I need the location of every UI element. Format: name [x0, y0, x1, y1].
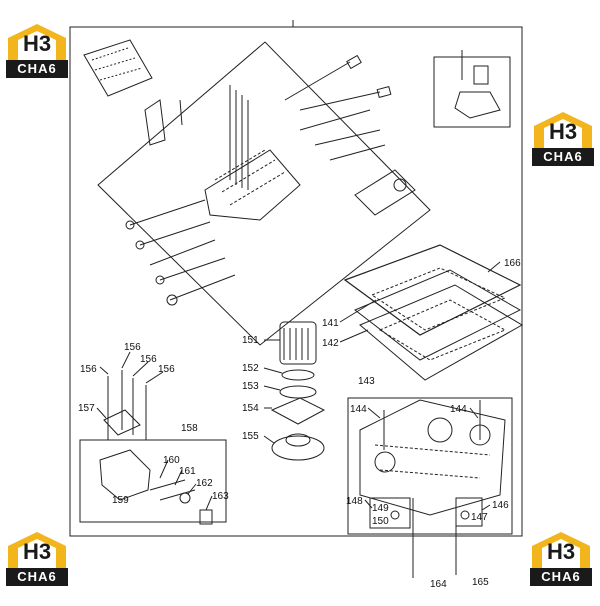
callout-163: 163: [212, 491, 229, 502]
logo-mark: H3: [22, 31, 52, 56]
callout-154: 154: [242, 403, 259, 414]
valve-body-outline: [97, 41, 431, 346]
logo-mark: H3: [22, 539, 52, 564]
callout-156-a: 156: [80, 364, 97, 375]
callout-144-left: 144: [350, 404, 367, 415]
callout-149: 149: [372, 503, 389, 514]
callout-156-d: 156: [158, 364, 175, 375]
logo-roof-icon: [8, 532, 66, 570]
callout-160: 160: [163, 455, 180, 466]
callout-156-b: 156: [124, 342, 141, 353]
plate-157: [103, 409, 141, 436]
separator-plate-small: [83, 39, 153, 97]
callout-146: 146: [492, 500, 509, 511]
housing-155: [271, 435, 325, 461]
logo-roof-icon: [8, 24, 66, 62]
brand-logo-bottom-right: H3 CHA6: [530, 530, 592, 588]
callout-164: 164: [430, 579, 447, 590]
callout-150: 150: [372, 516, 389, 527]
callout-157: 157: [78, 403, 95, 414]
gasket-166: [343, 244, 522, 336]
callout-153: 153: [242, 381, 259, 392]
filter-151: [279, 321, 317, 365]
gasket-141: [354, 269, 522, 361]
oring-152: [281, 369, 315, 381]
body-159: [99, 449, 151, 501]
box-149-150: [369, 497, 411, 529]
callout-165: 165: [472, 577, 489, 588]
callout-143: 143: [358, 376, 375, 387]
callout-148: 148: [346, 496, 363, 507]
subassembly-box-158: [79, 439, 227, 523]
callout-141: 141: [322, 318, 339, 329]
subassembly-box-143: [347, 397, 513, 535]
callout-166: 166: [504, 258, 521, 269]
callout-161: 161: [179, 466, 196, 477]
callout-159: 159: [112, 495, 129, 506]
callout-144-right: 144: [450, 404, 467, 415]
diagram-border: [69, 26, 523, 537]
gasket-154: [270, 397, 326, 425]
valve-body-lower: [359, 399, 506, 516]
callout-142: 142: [322, 338, 339, 349]
logo-roof-icon: [532, 532, 590, 570]
callout-151: 151: [242, 335, 259, 346]
callout-162: 162: [196, 478, 213, 489]
callout-156-c: 156: [140, 354, 157, 365]
brand-logo-bottom-left: H3 CHA6: [6, 530, 68, 588]
logo-text: CHA6: [6, 568, 68, 586]
brand-logo-top-right: H3 CHA6: [532, 110, 594, 168]
valve-body-block: [204, 149, 301, 221]
ring-153: [279, 385, 317, 399]
brand-logo-top-left: H3 CHA6: [6, 22, 68, 80]
logo-roof-icon: [534, 112, 592, 150]
callout-155: 155: [242, 431, 259, 442]
logo-text: CHA6: [6, 60, 68, 78]
logo-mark: H3: [548, 119, 578, 144]
logo-text: CHA6: [532, 148, 594, 166]
inset-box-top-right: [433, 56, 511, 128]
callout-152: 152: [242, 363, 259, 374]
gasket-142: [359, 284, 523, 381]
logo-mark: H3: [546, 539, 576, 564]
logo-text: CHA6: [530, 568, 592, 586]
callout-158: 158: [181, 423, 198, 434]
callout-147: 147: [471, 512, 488, 523]
